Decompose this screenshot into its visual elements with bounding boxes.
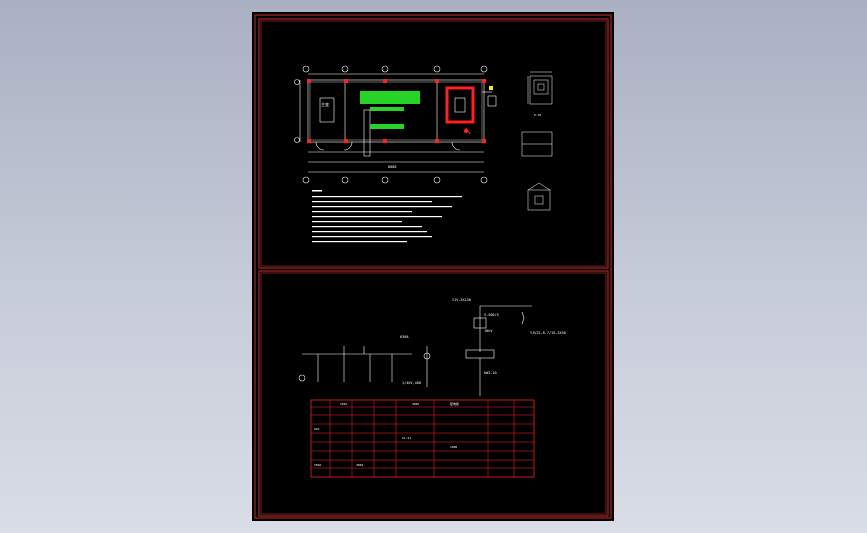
upper-frame — [258, 18, 609, 269]
table-h2: 400V — [412, 402, 419, 406]
sld-cable: YJV22-8.7/15-3X50 — [530, 331, 566, 335]
tag-marker — [489, 86, 493, 90]
table-r5: 400A — [356, 463, 363, 467]
upper-inner-frame — [260, 20, 607, 267]
table-r3: 1600 — [450, 445, 457, 449]
table-h1: 10kV — [340, 402, 347, 406]
drawing-sheet: 主变 8080 P-XX — [252, 12, 614, 521]
table-r4: 250A — [314, 463, 321, 467]
sld-bus: 10kV — [484, 329, 493, 333]
detail-label: P-XX — [534, 113, 541, 117]
sld-out2: 1/4kV,400 — [402, 381, 421, 385]
room-label: 主变 — [321, 101, 329, 107]
dim-label: 8080 — [388, 165, 396, 169]
transformer-box — [445, 86, 475, 124]
detail-drawings — [521, 71, 553, 211]
single-line-diagram — [298, 305, 532, 396]
sld-meter: 5-500/5 — [484, 313, 499, 317]
switchgear-row-3 — [370, 124, 404, 129]
switchgear-row-1 — [360, 91, 420, 104]
lower-frame — [258, 270, 609, 517]
design-notes — [312, 190, 462, 243]
lower-inner-frame — [260, 272, 607, 515]
sld-breaker: 630A — [400, 335, 409, 339]
floor-plan — [294, 65, 497, 184]
switchgear-row-2 — [370, 107, 404, 111]
table-r2: XL-21 — [402, 436, 411, 440]
outer-frame — [254, 14, 612, 519]
table-h3: 配电柜 — [450, 401, 459, 406]
table-r1: GCK — [314, 427, 320, 431]
equipment-table — [310, 399, 535, 478]
sld-out1: KW2-10 — [484, 371, 497, 375]
sld-top: YJV-3X150 — [452, 298, 471, 302]
cad-drawing: 主变 8080 P-XX — [254, 14, 612, 519]
columns — [307, 79, 486, 143]
